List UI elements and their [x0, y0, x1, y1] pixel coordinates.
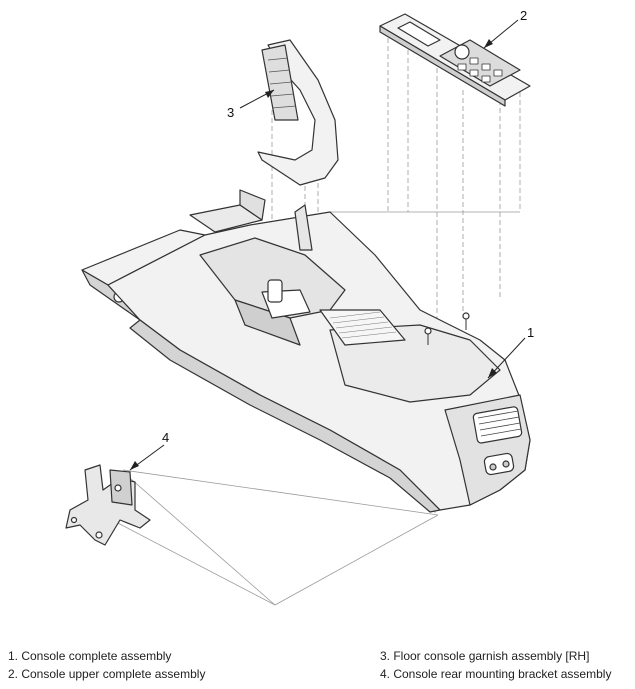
console-complete-assembly	[81, 189, 531, 513]
exploded-parts-diagram: 1 2 3 4	[65, 8, 534, 606]
floor-console-garnish-rh	[257, 39, 339, 186]
console-upper-complete-assembly	[379, 13, 531, 107]
callout-1-label: 1	[527, 325, 534, 340]
callout-3: 3	[227, 89, 275, 120]
legend-item-2: 2. Console upper complete assembly	[8, 667, 206, 681]
callout-4-label: 4	[162, 430, 169, 445]
legend-left-column: 1. Console complete assembly 2. Console …	[8, 647, 205, 683]
console-rear-mounting-bracket	[65, 464, 151, 546]
legend-right-column: 3. Floor console garnish assembly [RH] 4…	[380, 647, 611, 683]
legend-item-3: 3. Floor console garnish assembly [RH]	[380, 649, 590, 663]
legend-item-1: 1. Console complete assembly	[8, 649, 172, 663]
callout-3-label: 3	[227, 105, 234, 120]
callout-2-label: 2	[520, 8, 527, 23]
legend-item-4: 4. Console rear mounting bracket assembl…	[380, 667, 612, 681]
callout-4: 4	[129, 430, 169, 471]
callout-2: 2	[483, 8, 527, 49]
callout-1: 1	[487, 325, 534, 379]
